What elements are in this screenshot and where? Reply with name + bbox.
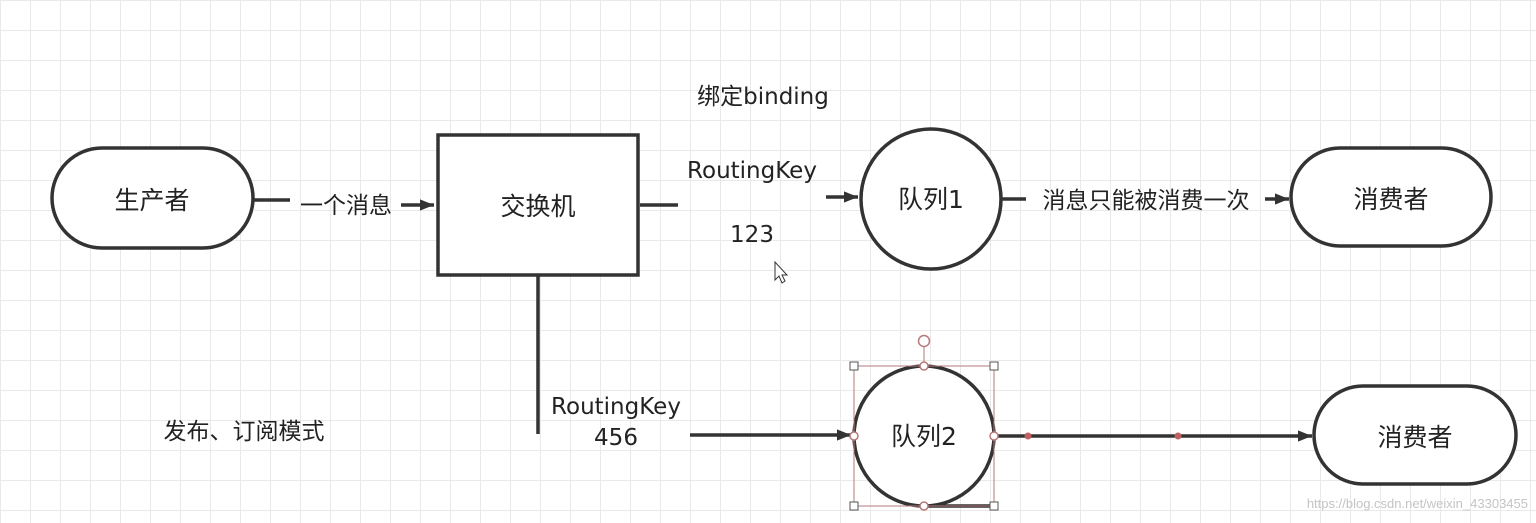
node-queue1[interactable]: 队列1 [859,127,1003,271]
resize-handle-top-left[interactable] [849,361,859,371]
mouse-cursor-icon [774,260,789,284]
edge-waypoint-handle[interactable] [1024,432,1032,440]
node-consumer2-label: 消费者 [1377,423,1452,452]
node-queue2[interactable]: 队列2 [852,364,996,508]
edge-label-one-message: 一个消息 [300,193,392,219]
node-producer-label: 生产者 [114,186,189,215]
edge-label-key-value-456: 456 [594,425,638,451]
selection-box[interactable] [849,334,999,511]
connect-point-bottom[interactable] [919,501,929,511]
connect-point-right[interactable] [989,431,999,441]
rotate-handle[interactable] [917,334,931,348]
edge-label-consume-once: 消息只能被消费一次 [1043,188,1250,214]
resize-handle-top-right[interactable] [989,361,999,371]
node-exchange-label: 交换机 [500,192,575,221]
edge-queue2-consumer2[interactable] [996,430,1312,442]
edge-exchange-queue1[interactable] [640,191,858,207]
edge-label-routingkey-456: RoutingKey [551,394,681,420]
edge-exchange-queue2[interactable] [536,276,851,441]
node-producer[interactable]: 生产者 [50,146,255,250]
node-consumer1[interactable]: 消费者 [1289,146,1493,248]
edge-label-routingkey-123: RoutingKey [687,158,817,184]
binding-label: 绑定binding [697,84,829,110]
edge-label-key-value-123: 123 [730,222,774,248]
connect-point-left[interactable] [849,431,859,441]
edge-producer-exchange[interactable] [253,198,434,211]
node-queue2-label: 队列2 [891,422,957,451]
node-exchange[interactable]: 交换机 [436,133,640,277]
edge-waypoint-handle[interactable] [1174,432,1182,440]
watermark-text: https://blog.csdn.net/weixin_43303455 [1307,496,1528,511]
resize-handle-bottom-right[interactable] [989,501,999,511]
node-consumer1-label: 消费者 [1353,185,1428,214]
resize-handle-bottom-left[interactable] [849,501,859,511]
node-consumer2[interactable]: 消费者 [1312,384,1518,486]
node-queue1-label: 队列1 [898,185,964,214]
connect-point-top[interactable] [919,361,929,371]
mode-label: 发布、订阅模式 [164,419,325,445]
